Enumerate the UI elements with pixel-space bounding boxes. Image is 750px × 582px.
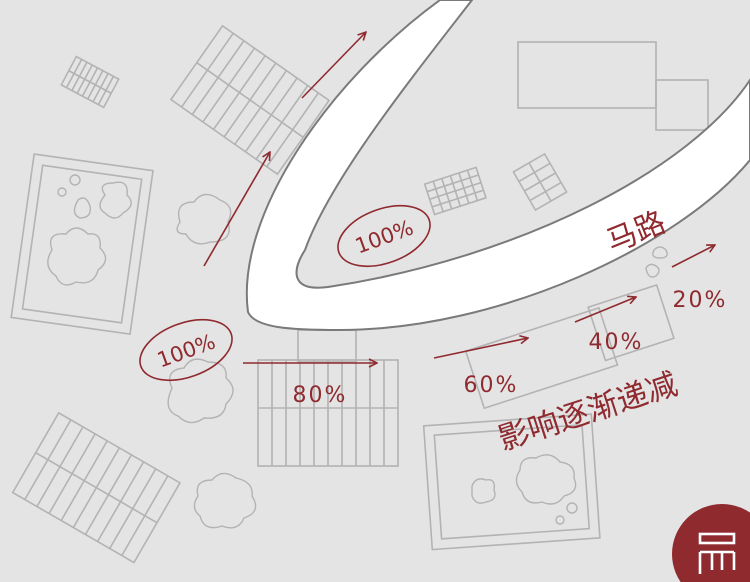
percent-100-left: 100% [154, 329, 219, 372]
arrow-top-2 [203, 152, 270, 267]
circle-100-road [337, 204, 431, 268]
striped-building-top [169, 24, 331, 176]
building-center-small [297, 329, 357, 363]
percent-60: 60% [464, 373, 519, 398]
building-right-tilted [464, 283, 675, 410]
striped-building-center [257, 359, 399, 467]
percent-20: 20% [673, 288, 728, 313]
grid-building-right [512, 152, 568, 212]
garden-bottom-right [422, 413, 601, 551]
percent-100-road: 100% [352, 215, 417, 258]
logo-badge [672, 504, 750, 582]
arrow-60 [433, 338, 528, 359]
grid-building-mid [423, 166, 487, 216]
building-top-right-small [655, 79, 709, 131]
diagram-title: 影响逐渐递减 [494, 366, 682, 458]
tree-mid-left [176, 193, 232, 245]
circle-100-left [139, 318, 233, 382]
influence-arrows [203, 32, 715, 363]
arrow-40 [574, 297, 636, 323]
building-top-right [517, 41, 657, 109]
small-grid-building [60, 55, 120, 109]
road [245, 0, 750, 332]
garden-left [10, 153, 154, 336]
background-sketch [10, 24, 709, 564]
tree-bottom [193, 472, 257, 529]
percent-80: 80% [293, 383, 348, 408]
arrow-top-1 [301, 32, 366, 99]
percent-40: 40% [589, 330, 644, 355]
logo-glyph [698, 532, 736, 574]
tree-center-left [167, 358, 234, 424]
trees-bottom-right [471, 246, 668, 525]
trees-left [47, 174, 132, 286]
striped-building-bottom-left [11, 411, 182, 564]
arrow-20 [671, 245, 715, 268]
